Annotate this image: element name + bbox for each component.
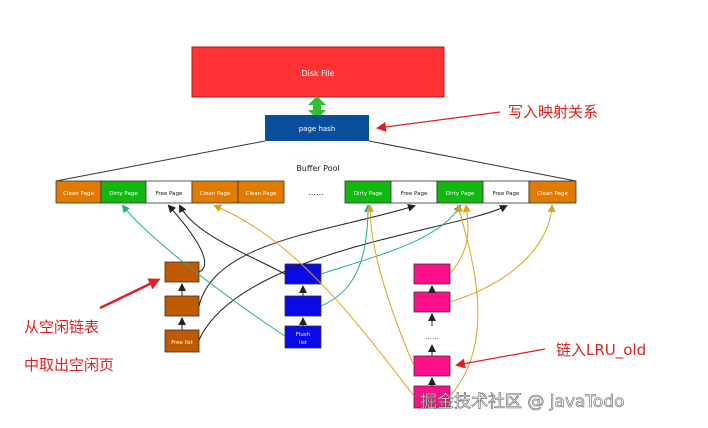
- page-cell: Dirty Page: [436, 180, 484, 204]
- annotation-from-free-2: 中取出空闲页: [24, 356, 114, 374]
- page-hash-label: page hash: [299, 125, 336, 133]
- annotation-link-lru-old: 链入LRU_old: [556, 341, 646, 360]
- lru-list-node: [413, 291, 451, 313]
- page-label: Clean Page: [246, 191, 277, 197]
- free-list-label: Free list: [171, 340, 193, 346]
- flush-list-column: Flush list: [284, 263, 322, 349]
- lru-list-node: [413, 355, 451, 377]
- page-label: Clean Page: [537, 191, 568, 197]
- disk-file-box: [191, 46, 445, 98]
- page-cell: Clean Page: [237, 180, 285, 204]
- disk-file-label: Disk File: [301, 69, 334, 78]
- page-cell: Clean Page: [191, 180, 239, 204]
- lru-list-column: ……: [413, 263, 451, 409]
- flush-list-label-1: Flush: [296, 332, 311, 338]
- link-lru-arrow: [455, 348, 546, 369]
- free-list-column: Free list: [164, 261, 200, 353]
- page-cell: Clean Page: [528, 180, 577, 204]
- page-cell: Free Page: [482, 180, 530, 204]
- lru-list-node: [413, 263, 451, 285]
- double-arrow-icon: [308, 96, 326, 119]
- page-cell: Free Page: [145, 180, 193, 204]
- flush-list-label-2: list: [299, 340, 308, 346]
- write-mapping-arrow: [376, 111, 501, 132]
- free-list-node: [164, 295, 200, 317]
- page-label: Clean Page: [63, 191, 94, 197]
- page-label: Free Page: [493, 191, 520, 197]
- page-hash-box: [265, 115, 369, 141]
- pool-right-pages: Dirty Page Free Page Dirty Page Free Pag…: [344, 180, 577, 204]
- page-label: Dirty Page: [109, 191, 138, 197]
- page-label: Free Page: [401, 191, 428, 197]
- page-label: Dirty Page: [446, 191, 475, 197]
- page-label: Dirty Page: [354, 191, 383, 197]
- flush-list-node: [284, 295, 322, 317]
- page-cell: Clean Page: [55, 180, 102, 204]
- buffer-pool-title: Buffer Pool: [296, 164, 339, 173]
- flush-list-node: [284, 263, 322, 285]
- pool-left-pages: Clean Page Dirty Page Free Page Clean Pa…: [55, 180, 285, 204]
- lru-ellipsis: ……: [425, 333, 439, 341]
- page-label: Free Page: [156, 191, 183, 197]
- annotation-write-mapping: 写入映射关系: [508, 103, 598, 121]
- take-free-arrow: [99, 278, 161, 310]
- annotation-from-free-1: 从空闲链表: [24, 318, 99, 336]
- connector-lines: [121, 203, 556, 397]
- page-cell: Free Page: [390, 180, 438, 204]
- page-cell: Dirty Page: [344, 180, 392, 204]
- free-list-node: [164, 261, 200, 283]
- pool-ellipsis: ……: [308, 188, 324, 197]
- page-cell: Dirty Page: [100, 180, 147, 204]
- watermark: 掘金技术社区 @ javaTodo: [420, 392, 625, 412]
- page-label: Clean Page: [200, 191, 231, 197]
